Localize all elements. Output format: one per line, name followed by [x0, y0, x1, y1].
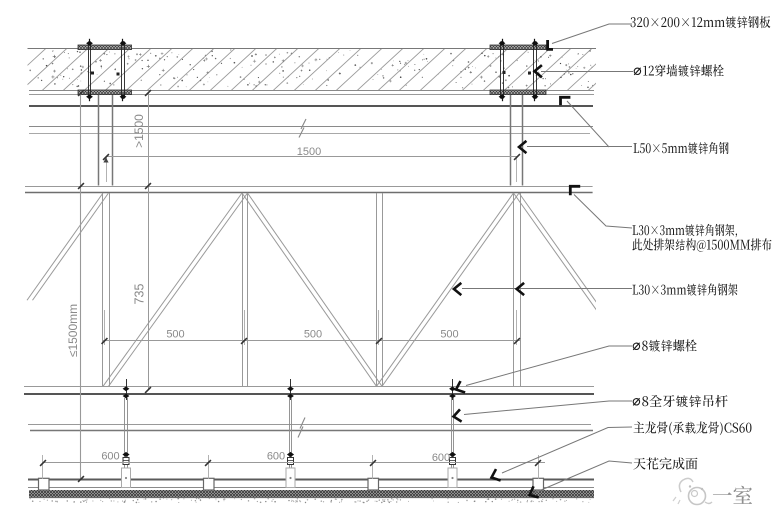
svg-text:600: 600: [101, 451, 119, 463]
svg-text:600: 600: [267, 451, 285, 463]
svg-text:600: 600: [432, 452, 450, 464]
svg-text:500: 500: [304, 329, 322, 341]
svg-text:735: 735: [133, 284, 147, 305]
svg-text:500: 500: [166, 329, 184, 341]
svg-text:>1500: >1500: [132, 114, 146, 148]
svg-text:≤1500mm: ≤1500mm: [66, 304, 80, 357]
svg-text:1500: 1500: [297, 146, 321, 158]
svg-text:500: 500: [440, 329, 458, 341]
